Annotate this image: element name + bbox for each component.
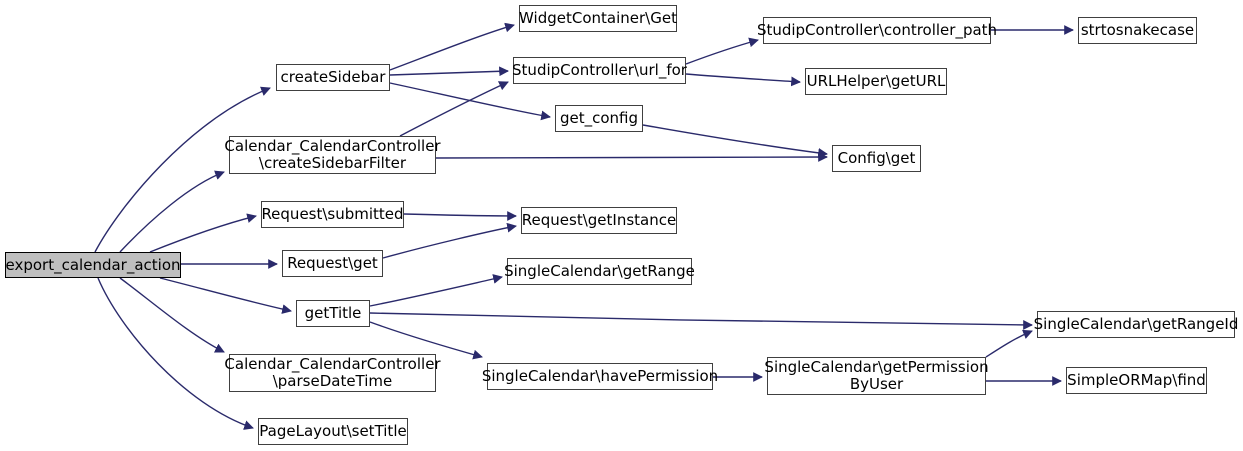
graph-node-urlFor[interactable]: StudipController\url_for: [512, 57, 687, 84]
graph-node-requestSubmitted[interactable]: Request\submitted: [261, 201, 404, 228]
graph-node-getPermissionByUser[interactable]: SingleCalendar\getPermission ByUser: [764, 357, 989, 395]
call-edge: [369, 321, 483, 360]
call-edge: [119, 277, 225, 353]
graph-node-requestGetInstance[interactable]: Request\getInstance: [521, 207, 677, 234]
graph-node-parseDateTime[interactable]: Calendar_CalendarController \parseDateTi…: [224, 354, 441, 392]
call-edge: [159, 277, 292, 314]
call-edge: [642, 124, 828, 158]
call-edge: [149, 213, 257, 253]
call-edge: [685, 37, 759, 65]
graph-node-controllerPath[interactable]: StudipController\controller_path: [757, 17, 997, 44]
call-edge: [985, 329, 1033, 358]
graph-node-urlHelperGetURL[interactable]: URLHelper\getURL: [805, 68, 947, 95]
call-edge: [369, 312, 1033, 330]
call-edge: [399, 81, 509, 137]
graph-node-createSidebar[interactable]: createSidebar: [276, 64, 390, 91]
call-edge: [403, 211, 517, 221]
graph-node-createSidebarFilter[interactable]: Calendar_CalendarController \createSideb…: [224, 136, 441, 174]
call-edge: [94, 86, 271, 253]
graph-node-havePermission[interactable]: SingleCalendar\havePermission: [482, 363, 718, 390]
graph-node-requestGet[interactable]: Request\get: [282, 250, 383, 277]
call-edge: [382, 222, 517, 259]
call-edge: [685, 73, 801, 87]
call-edge: [389, 66, 509, 77]
call-edge: [369, 274, 503, 307]
graph-node-widgetContainerGet[interactable]: WidgetContainer\Get: [519, 5, 677, 32]
graph-node-getRangeId[interactable]: SingleCalendar\getRangeId: [1034, 311, 1238, 338]
call-edge: [97, 277, 254, 430]
graph-node-export_calendar_action[interactable]: export_calendar_action: [5, 252, 181, 278]
call-edge: [389, 82, 551, 121]
graph-node-strtosnakecase[interactable]: strtosnakecase: [1078, 17, 1197, 44]
call-edge: [119, 170, 225, 253]
graph-node-singleCalendarGetRange[interactable]: SingleCalendar\getRange: [504, 258, 695, 285]
call-edge: [389, 22, 515, 71]
graph-node-simpleORMapFind[interactable]: SimpleORMap\find: [1066, 367, 1207, 394]
call-edge: [435, 152, 828, 162]
graph-node-configGet[interactable]: Config\get: [832, 145, 921, 172]
graph-node-getTitle[interactable]: getTitle: [296, 300, 370, 327]
graph-node-pageLayoutSetTitle[interactable]: PageLayout\setTitle: [258, 418, 408, 445]
graph-node-getConfig[interactable]: get_config: [555, 105, 643, 132]
